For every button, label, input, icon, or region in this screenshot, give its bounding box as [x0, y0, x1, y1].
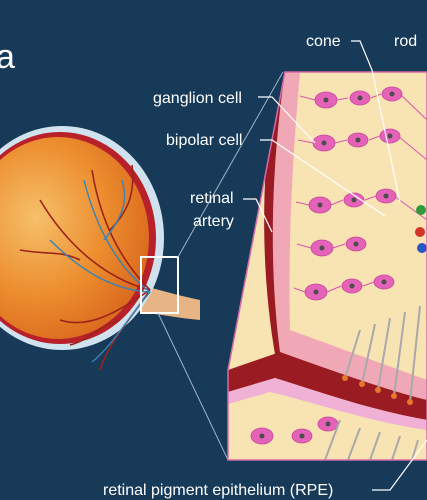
eyeball — [0, 71, 284, 461]
label-bipolar-cell: bipolar cell — [166, 132, 242, 149]
zoom-line-bottom — [157, 312, 229, 461]
rods-cones-layer — [324, 305, 421, 460]
cell-nuclei — [259, 91, 395, 439]
label-retinal-artery-line2: artery — [193, 213, 234, 230]
retina-cross-section — [227, 71, 427, 461]
retina-panel-border — [227, 71, 427, 461]
zoom-region-box — [140, 256, 179, 314]
labels: cone rod ganglion cell bipolar cell reti… — [103, 33, 427, 499]
label-rod: rod — [394, 33, 417, 50]
label-rpe: retinal pigment epithelium (RPE) — [103, 482, 333, 499]
label-ganglion-cell: ganglion cell — [153, 90, 242, 107]
zoom-line-top — [177, 71, 284, 258]
optic-nerve — [140, 285, 200, 320]
label-retinal-artery-line1: retinal — [190, 190, 234, 207]
pink-band-bottom — [228, 378, 427, 430]
eye-interior — [0, 137, 149, 339]
cell-axons — [293, 93, 427, 293]
vessel-band-bottom — [228, 352, 427, 420]
cone-cells — [415, 205, 427, 253]
inner-limiting-layer — [272, 72, 427, 400]
photoreceptor-tips — [342, 375, 413, 405]
retinal-veins — [49, 179, 151, 363]
label-cone: cone — [306, 33, 341, 50]
title-fragment: a — [0, 38, 15, 76]
